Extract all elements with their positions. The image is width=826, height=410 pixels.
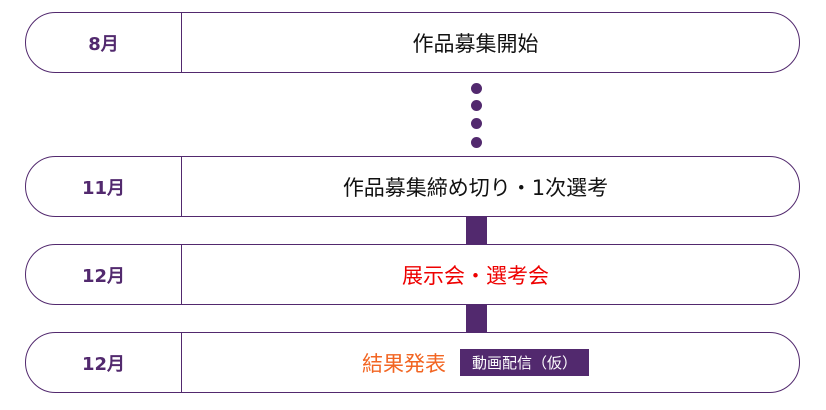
ellipsis-dot <box>471 137 482 148</box>
connector <box>466 217 487 245</box>
timeline-row-august: 8月 作品募集開始 <box>25 12 800 73</box>
timeline-row-december-exhibition: 12月 展示会・選考会 <box>25 244 800 305</box>
event-label: 作品募集開始 <box>412 31 539 56</box>
month-label: 8月 <box>26 13 182 72</box>
event-label: 作品募集締め切り・1次選考 <box>342 175 609 200</box>
ellipsis-dot <box>471 100 482 111</box>
month-label: 11月 <box>26 157 182 216</box>
event-label: 結果発表 <box>361 351 446 376</box>
connector <box>466 305 487 333</box>
event-label: 展示会・選考会 <box>402 263 549 288</box>
streaming-badge: 動画配信（仮） <box>459 349 589 376</box>
timeline-row-november: 11月 作品募集締め切り・1次選考 <box>25 156 800 217</box>
ellipsis-dot <box>471 83 482 94</box>
month-label: 12月 <box>26 245 182 304</box>
month-label: 12月 <box>26 333 182 392</box>
ellipsis-dot <box>471 118 482 129</box>
timeline-row-december-results: 12月 結果発表 動画配信（仮） <box>25 332 800 393</box>
event-cell: 結果発表 動画配信（仮） <box>182 333 799 392</box>
